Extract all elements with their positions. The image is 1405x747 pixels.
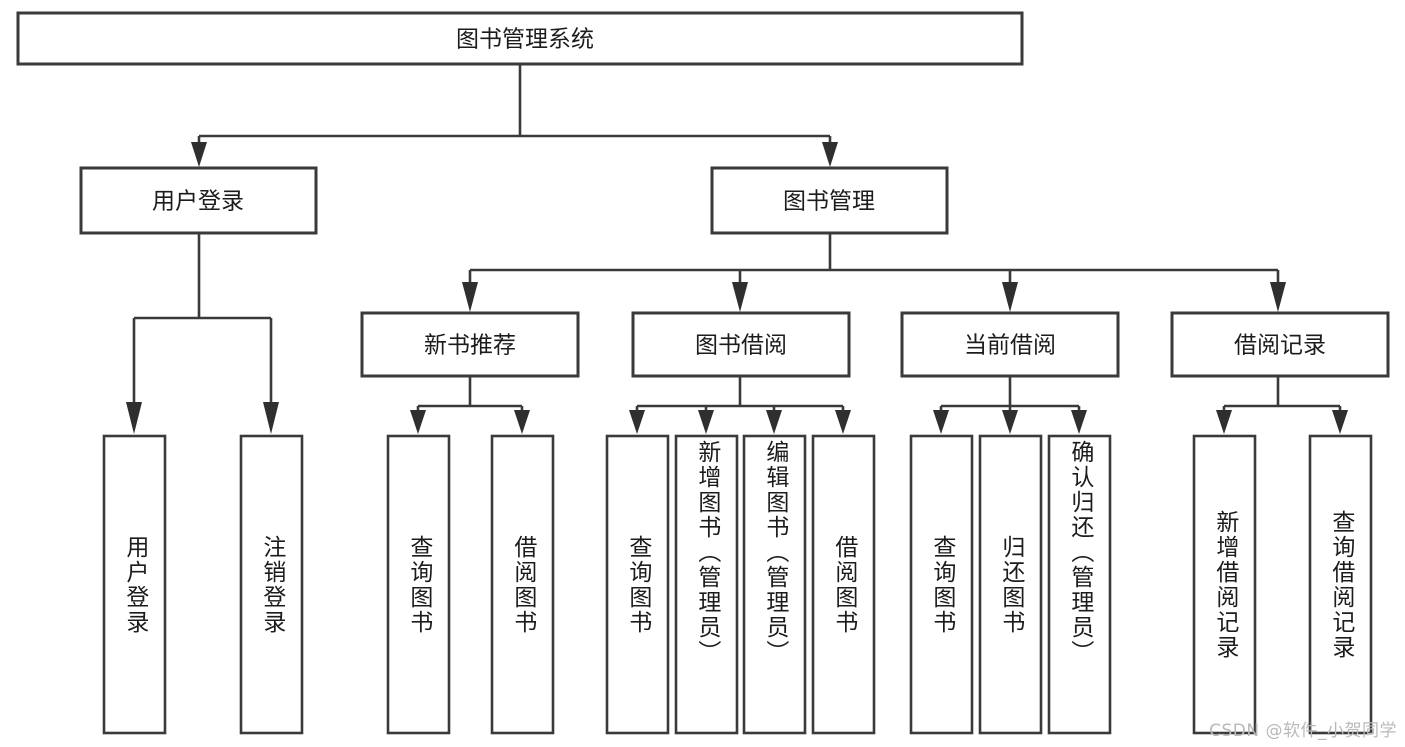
arrow-bookborrow-leaf-4 xyxy=(835,410,851,434)
arrow-borrowrecord-leaf-1 xyxy=(1216,410,1232,434)
node-book-borrow-box[interactable] xyxy=(631,311,851,378)
node-root-label: 图书管理系统 xyxy=(456,27,594,53)
connector-group-root xyxy=(191,64,838,167)
leaf-box-book-borrow-3[interactable] xyxy=(742,434,807,735)
leaf-box-current-borrow-2[interactable] xyxy=(978,434,1043,735)
arrow-borrowrecord-leaf-2 xyxy=(1332,410,1348,434)
leaf-box-user-login-1[interactable] xyxy=(102,434,167,735)
arrow-bookmgmt-child-3 xyxy=(1002,282,1018,312)
arrow-root-to-bookmgmt xyxy=(822,142,838,167)
node-current-borrow[interactable]: 当前借阅 xyxy=(900,311,1120,378)
csdn-watermark: CSDN @软件_小贺同学 xyxy=(1209,721,1397,741)
arrow-currentborrow-leaf-1 xyxy=(933,410,949,434)
node-current-borrow-label: 当前借阅 xyxy=(964,333,1056,359)
connector-group-book-management xyxy=(462,233,1286,312)
leaf-boxes-new-book-recommend xyxy=(386,434,555,735)
node-user-login-label: 用户登录 xyxy=(152,189,244,215)
leaf-boxes-user-login xyxy=(102,434,304,735)
node-root[interactable]: 图书管理系统 xyxy=(16,11,1024,66)
leaf-box-current-borrow-1[interactable] xyxy=(909,434,974,735)
leaf-boxes-book-borrow xyxy=(605,434,876,735)
node-book-borrow[interactable]: 图书借阅 xyxy=(631,311,851,378)
node-current-borrow-box[interactable] xyxy=(900,311,1120,378)
arrow-newbook-leaf-1 xyxy=(410,410,426,434)
leaf-box-new-book-2[interactable] xyxy=(490,434,555,735)
leaf-box-borrow-record-2[interactable] xyxy=(1308,434,1373,735)
node-book-management-label: 图书管理 xyxy=(783,189,875,215)
node-user-login-box[interactable] xyxy=(79,166,318,235)
node-book-management-box[interactable] xyxy=(710,166,949,235)
arrow-bookborrow-leaf-1 xyxy=(629,410,645,434)
leaf-boxes-borrow-record xyxy=(1192,434,1373,735)
arrow-currentborrow-leaf-3 xyxy=(1071,410,1087,434)
connector-group-user-login xyxy=(126,233,279,434)
node-root-box[interactable] xyxy=(16,11,1024,66)
node-borrow-record-box[interactable] xyxy=(1170,311,1390,378)
arrow-newbook-leaf-2 xyxy=(514,410,530,434)
leaf-boxes-current-borrow xyxy=(909,434,1112,735)
node-new-book-recommend-box[interactable] xyxy=(360,311,580,378)
arrow-login-leaf-2 xyxy=(263,402,279,434)
arrow-bookmgmt-child-1 xyxy=(462,282,478,312)
arrow-bookmgmt-child-2 xyxy=(732,282,748,312)
arrow-bookmgmt-child-4 xyxy=(1270,282,1286,312)
arrow-login-leaf-1 xyxy=(126,402,142,434)
leaf-box-current-borrow-3[interactable] xyxy=(1047,434,1112,735)
node-user-login[interactable]: 用户登录 xyxy=(79,166,318,235)
connector-group-current-borrow xyxy=(933,376,1087,434)
arrow-root-to-login xyxy=(191,142,207,167)
leaf-box-user-login-2[interactable] xyxy=(239,434,304,735)
node-borrow-record-label: 借阅记录 xyxy=(1234,333,1326,359)
node-borrow-record[interactable]: 借阅记录 xyxy=(1170,311,1390,378)
leaf-box-book-borrow-4[interactable] xyxy=(811,434,876,735)
node-book-borrow-label: 图书借阅 xyxy=(695,333,787,359)
node-book-management[interactable]: 图书管理 xyxy=(710,166,949,235)
connector-group-new-book xyxy=(410,376,530,434)
leaf-box-new-book-1[interactable] xyxy=(386,434,451,735)
arrow-currentborrow-leaf-2 xyxy=(1002,410,1018,434)
leaf-box-borrow-record-1[interactable] xyxy=(1192,434,1257,735)
arrow-bookborrow-leaf-3 xyxy=(766,410,782,434)
node-new-book-recommend[interactable]: 新书推荐 xyxy=(360,311,580,378)
connector-group-book-borrow xyxy=(629,376,851,434)
connector-group-borrow-record xyxy=(1216,376,1348,434)
arrow-bookborrow-leaf-2 xyxy=(698,410,714,434)
leaf-box-book-borrow-1[interactable] xyxy=(605,434,670,735)
node-new-book-recommend-label: 新书推荐 xyxy=(424,333,516,359)
leaf-box-book-borrow-2[interactable] xyxy=(674,434,739,735)
